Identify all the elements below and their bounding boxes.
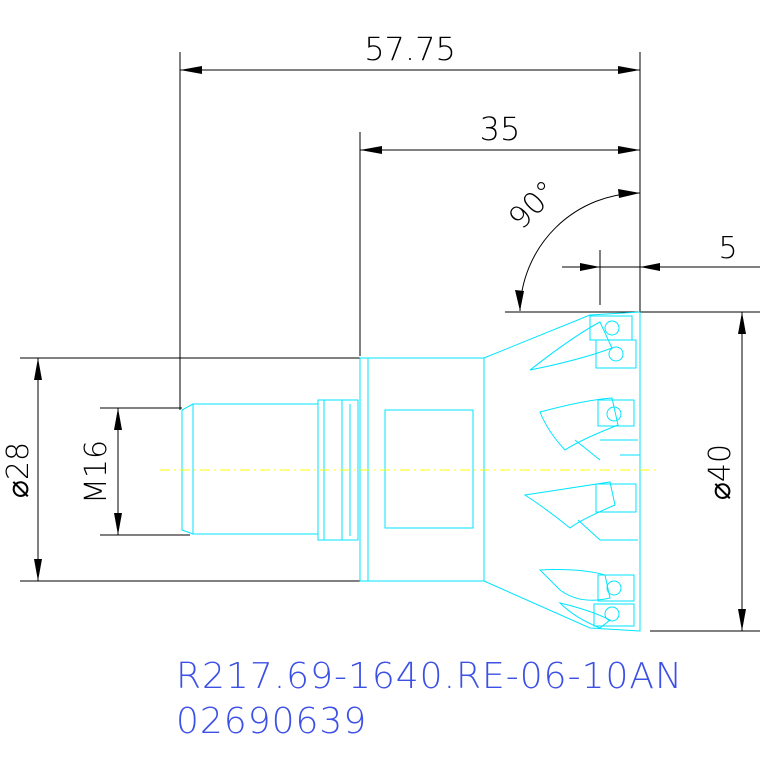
thread-shank xyxy=(181,403,194,535)
wrench-flat xyxy=(384,409,474,529)
dimension-edge-offset: 5 xyxy=(562,231,760,305)
dimension-shank-diameter: ⌀28 xyxy=(1,357,360,582)
dimension-thread: M16 xyxy=(79,407,190,536)
part-outline xyxy=(160,311,660,632)
dimension-angle: 90° xyxy=(502,174,641,312)
angle-label: 90° xyxy=(502,174,564,236)
cutter-teeth xyxy=(523,315,640,629)
edge-offset-label: 5 xyxy=(718,231,737,266)
collar xyxy=(317,399,359,541)
cutter-head xyxy=(483,311,641,632)
item-code: 02690639 xyxy=(176,701,367,742)
dimension-cutter-diameter: ⌀40 xyxy=(505,311,760,632)
dimension-head-length: 35 xyxy=(359,110,640,356)
thread-label: M16 xyxy=(79,440,114,504)
part-number: R217.69-1640.RE-06-10AN xyxy=(176,656,683,697)
overall-length-label: 57.75 xyxy=(364,30,456,68)
shank-diameter-label: ⌀28 xyxy=(1,442,36,498)
head-length-label: 35 xyxy=(480,110,521,148)
title-block: R217.69-1640.RE-06-10AN 02690639 xyxy=(176,656,683,742)
cutter-diameter-label: ⌀40 xyxy=(703,444,738,500)
dimension-overall-length: 57.75 xyxy=(179,30,641,410)
